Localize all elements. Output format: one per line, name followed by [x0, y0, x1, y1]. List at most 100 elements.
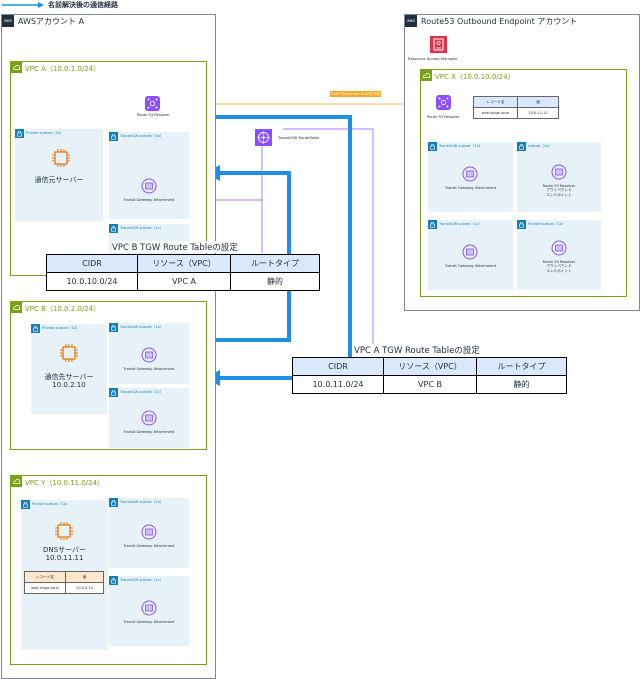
tgw-attachment-icon: [462, 244, 478, 260]
tgw-attachment-label: Transit Gateway Attachment: [444, 264, 497, 268]
tgw-attachment-icon: [141, 178, 157, 194]
subnet-title: TransitGW subnet（1a）: [120, 500, 164, 504]
tgw-attachment-icon: [141, 410, 157, 426]
vpc-b-title: VPC B（10.0.2.0/24）: [25, 305, 101, 313]
resolver-rule-table: レコード名 値 web.shige.local 10.0.11.11: [473, 96, 559, 119]
vpc-b-private-subnet: Private subnet（1a） 通信先サーバー 10.0.2.10: [31, 324, 107, 414]
lock-icon: [15, 129, 24, 138]
resource-access-manager-icon: [430, 36, 447, 53]
rt-header-route-type: ルートタイプ: [230, 254, 320, 273]
lock-icon: [109, 576, 118, 585]
ec2-chip-icon: [55, 522, 73, 540]
legend-arrow-icon: [2, 2, 44, 8]
resolver-endpoint-label: Route 53 Resolver アウトバウンド エンドポイント: [542, 184, 576, 197]
legend: 名前解決後の通信経路: [2, 0, 142, 10]
subnet-title: Private subnet（1a）: [26, 131, 64, 135]
record-cell: web.shige.local: [473, 107, 518, 119]
vpc-b-tgw-subnet-1a: TransitGW subnet（1a） Transit Gateway Att…: [109, 323, 189, 384]
resource-access-manager-label: Resource Access Manager: [408, 56, 458, 61]
vpc-icon: [11, 302, 22, 313]
vpc-y-tgw-subnet-1a: TransitGW subnet（1a） Transit Gateway Att…: [109, 498, 189, 568]
tgw-attachment-label: Transit Gateway Attachment: [123, 367, 175, 371]
subnet-title: TransitGW subnet（1c）: [439, 222, 483, 226]
rt-vpc-b-table: CIDR リソース（VPC） ルートタイプ 10.0.10.0/24 VPC A…: [46, 254, 320, 291]
vpc-x: VPC X（10.0.10.0/24） Route 53 Resolver レコ…: [420, 69, 627, 297]
rt-vpc-b-title: VPC B TGW Route Tableの設定: [112, 241, 238, 253]
dns-server-ip: 10.0.11.11: [45, 554, 84, 562]
tgw-attachment-label: Transit Gateway Attachment: [123, 198, 175, 202]
record-cell: 10.0.2.10: [65, 582, 104, 594]
ec2-chip-icon: [52, 149, 70, 167]
rt-header-resource: リソース（VPC）: [383, 357, 477, 376]
lock-icon: [428, 142, 437, 151]
resolver-endpoint-icon: [551, 240, 567, 256]
tgw-attachment-label: Transit Gateway Attachment: [123, 620, 175, 624]
subnet-title: Private subnet（1a）: [32, 502, 70, 506]
vpc-icon: [421, 70, 432, 81]
subnet-title: TransitGW subnet（1c）: [120, 390, 164, 394]
record-header: レコード名: [24, 571, 66, 583]
dest-server-ip: 10.0.2.10: [52, 381, 86, 389]
record-header: レコード名: [473, 96, 518, 108]
route53-resolver-icon: [145, 96, 160, 111]
subnet-title: TransitGW subnet（1c）: [120, 226, 164, 230]
lock-icon: [109, 132, 118, 141]
lock-icon: [109, 388, 118, 397]
table-row: web.shige.local 10.0.2.10: [24, 582, 104, 594]
transit-gateway-icon: [255, 129, 272, 146]
record-header: 値: [65, 571, 104, 583]
source-server-label: 通信元サーバー: [34, 176, 84, 184]
subnet-title: Private subnet（1a）: [42, 326, 80, 330]
rt-cell: VPC A: [137, 272, 231, 291]
vpc-a-private-subnet: Private subnet（1a） 通信元サーバー: [15, 129, 103, 221]
vpc-y-private-subnet: Private subnet（1a） DNSサーバー 10.0.11.11 レコ…: [21, 500, 108, 650]
vpc-a-tgw-subnet-1a: TransitGW subnet（1a） Transit Gateway Att…: [109, 132, 189, 219]
rt-cell: 静的: [476, 375, 567, 394]
account-r53-title: Route53 Outbound Endpoint アカウント: [421, 17, 578, 26]
legend-label: 名前解決後の通信経路: [48, 1, 118, 9]
rt-header-resource: リソース（VPC）: [137, 254, 231, 273]
dest-server-label: 通信先サーバー: [44, 373, 94, 381]
lock-icon: [109, 498, 118, 507]
vpc-y-title: VPC Y（10.0.11.0/24）: [25, 479, 105, 487]
rt-cell: VPC B: [383, 375, 477, 394]
tgw-attachment-label: Transit Gateway Attachment: [123, 430, 175, 434]
subnet-title: Private subnet（1c）: [528, 222, 566, 226]
record-header: 値: [517, 96, 559, 108]
lock-icon: [428, 220, 437, 229]
tgw-attachment-label: Transit Gateway Attachment: [123, 544, 175, 548]
route53-resolver-label: Route 53 Resolver: [427, 115, 460, 119]
lock-icon: [109, 224, 118, 233]
resolver-endpoint-icon: [551, 164, 567, 180]
vpc-a-title: VPC A（10.0.1.0/24）: [25, 65, 101, 73]
vpc-b: VPC B（10.0.2.0/24） Private subnet（1a） 通信…: [10, 301, 207, 450]
lock-icon: [109, 323, 118, 332]
record-cell: web.shige.local: [24, 582, 66, 594]
tgw-attachment-icon: [141, 524, 157, 540]
subnet-title: subnet（1a）: [528, 144, 553, 148]
aws-logo: aws: [405, 15, 417, 27]
vpc-x-subnet-1a: subnet（1a） Route 53 Resolver アウトバウンド エンド…: [517, 142, 601, 212]
rt-cell: 10.0.10.0/24: [46, 272, 138, 291]
rt-header-cidr: CIDR: [292, 357, 384, 376]
tgw-route-table-label: TransitGW RouteTable: [278, 135, 320, 140]
route53-resolver-icon: [436, 95, 451, 110]
lock-icon: [517, 220, 526, 229]
tgw-route-table: TransitGW RouteTable: [250, 129, 319, 157]
dns-record-table: レコード名 値 web.shige.local 10.0.2.10: [24, 571, 104, 594]
lock-icon: [517, 142, 526, 151]
table-row: 10.0.11.0/24 VPC B 静的: [292, 375, 567, 394]
lock-icon: [31, 324, 40, 333]
subnet-title: TransitGW subnet（1c）: [120, 578, 164, 582]
vpc-y-tgw-subnet-1c: TransitGW subnet（1c） Transit Gateway Att…: [109, 576, 189, 646]
rt-cell: 静的: [230, 272, 320, 291]
table-row: 10.0.10.0/24 VPC A 静的: [46, 272, 320, 291]
rt-header-cidr: CIDR: [46, 254, 138, 273]
aws-logo: aws: [2, 15, 14, 27]
tgw-attachment-icon: [462, 166, 478, 182]
vpc-x-private-subnet-1c: Private subnet（1c） Route 53 Resolver アウト…: [517, 220, 601, 290]
lock-icon: [21, 500, 30, 509]
record-cell: 10.0.11.11: [517, 107, 559, 119]
subnet-title: TransitGW subnet（1a）: [439, 144, 483, 148]
vpc-x-tgw-subnet-1a: TransitGW subnet（1a） Transit Gateway Att…: [428, 142, 513, 212]
